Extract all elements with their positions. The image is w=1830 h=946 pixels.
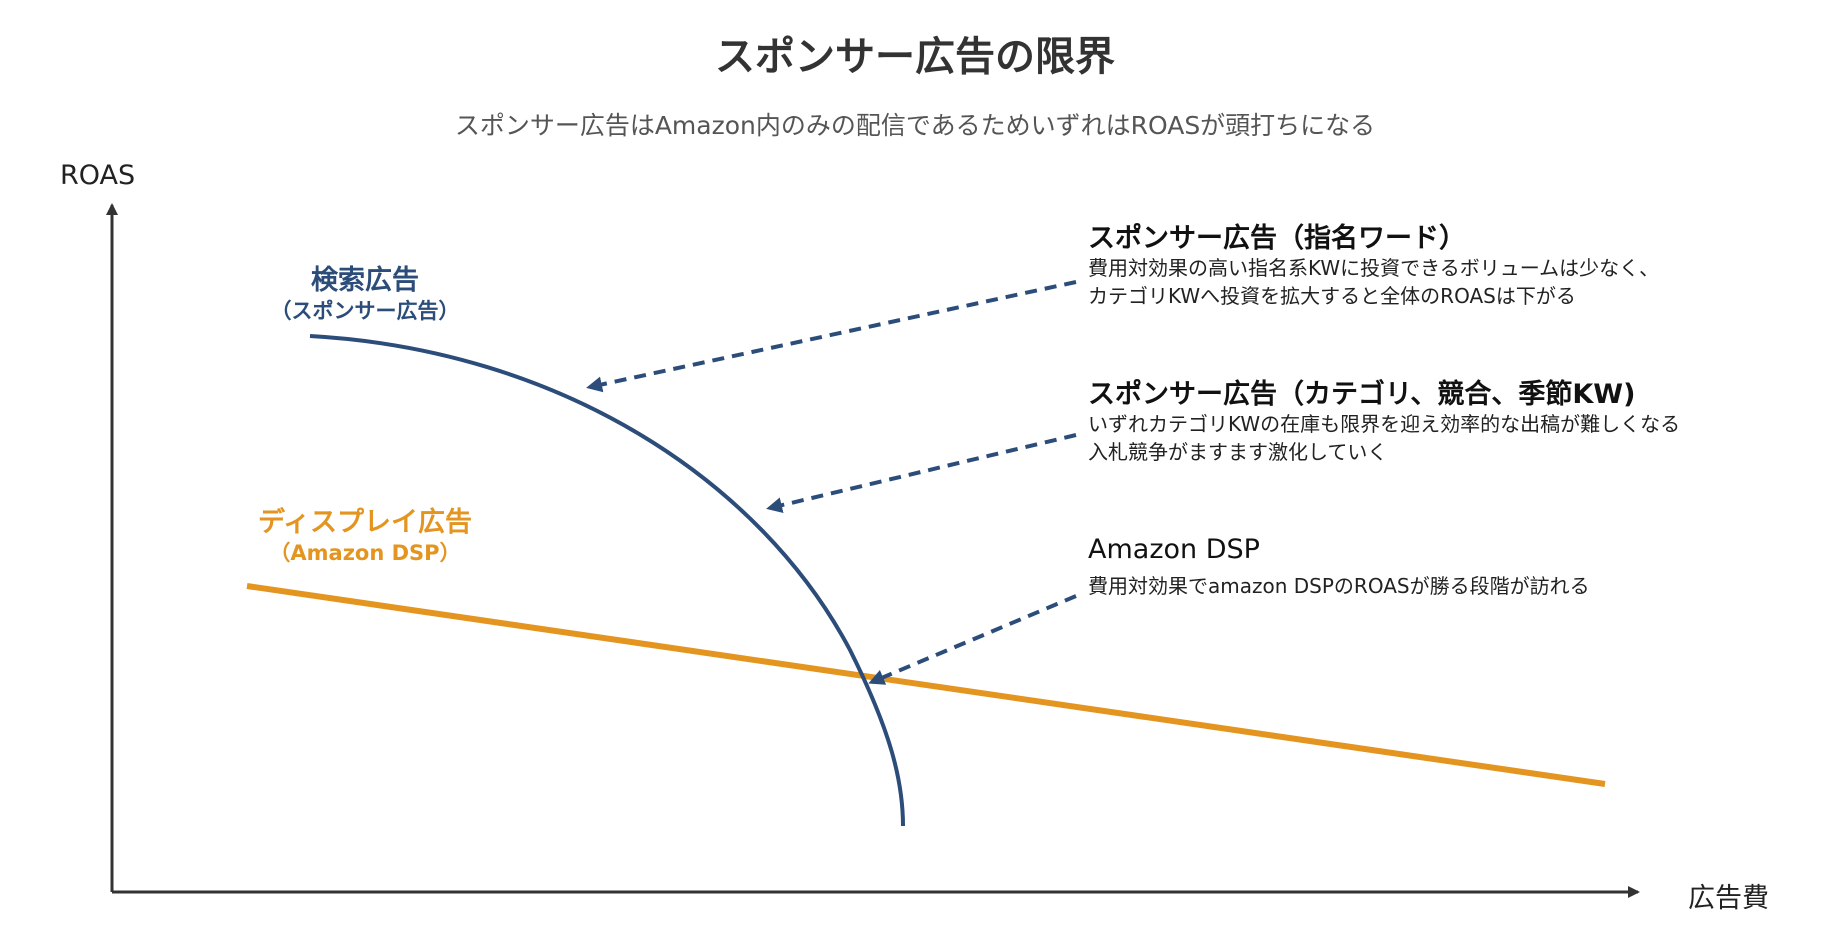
display-ad-line — [246, 583, 1606, 787]
page-title: スポンサー広告の限界 — [715, 34, 1115, 80]
annotation-2-line: いずれカテゴリKWの在庫も限界を迎え効率的な出稿が難しくなる — [1088, 412, 1681, 436]
annotation-arrow-2 — [766, 433, 1077, 513]
annotation-2-line: 入札競争がますます激化していく — [1088, 440, 1388, 464]
annotation-1-line: 費用対効果の高い指名系KWに投資できるボリュームは少なく、 — [1088, 256, 1660, 280]
annotation-3-line: 費用対効果でamazon DSPのROASが勝る段階が訪れる — [1088, 574, 1590, 598]
search-ad-curve — [309, 334, 905, 827]
x-axis-label: 広告費 — [1688, 883, 1769, 914]
search-ad-label: 検索広告 — [311, 265, 419, 296]
y-axis-label: ROAS — [60, 160, 136, 191]
annotation-arrow-3 — [868, 594, 1077, 685]
annotation-1-line: カテゴリKWへ投資を拡大すると全体のROASは下がる — [1088, 284, 1576, 308]
page-subtitle: スポンサー広告はAmazon内のみの配信であるためいずれはROASが頭打ちになる — [454, 111, 1376, 140]
annotation-2-heading: スポンサー広告（カテゴリ、競合、季節KW) — [1088, 379, 1636, 410]
search-ad-sublabel: （スポンサー広告） — [270, 299, 460, 323]
display-ad-sublabel: （Amazon DSP） — [269, 541, 461, 565]
annotation-1-heading: スポンサー広告（指名ワード） — [1088, 223, 1466, 254]
annotation-3-heading: Amazon DSP — [1088, 534, 1260, 565]
display-ad-label: ディスプレイ広告 — [257, 507, 473, 538]
annotation-arrow-1 — [586, 280, 1077, 393]
